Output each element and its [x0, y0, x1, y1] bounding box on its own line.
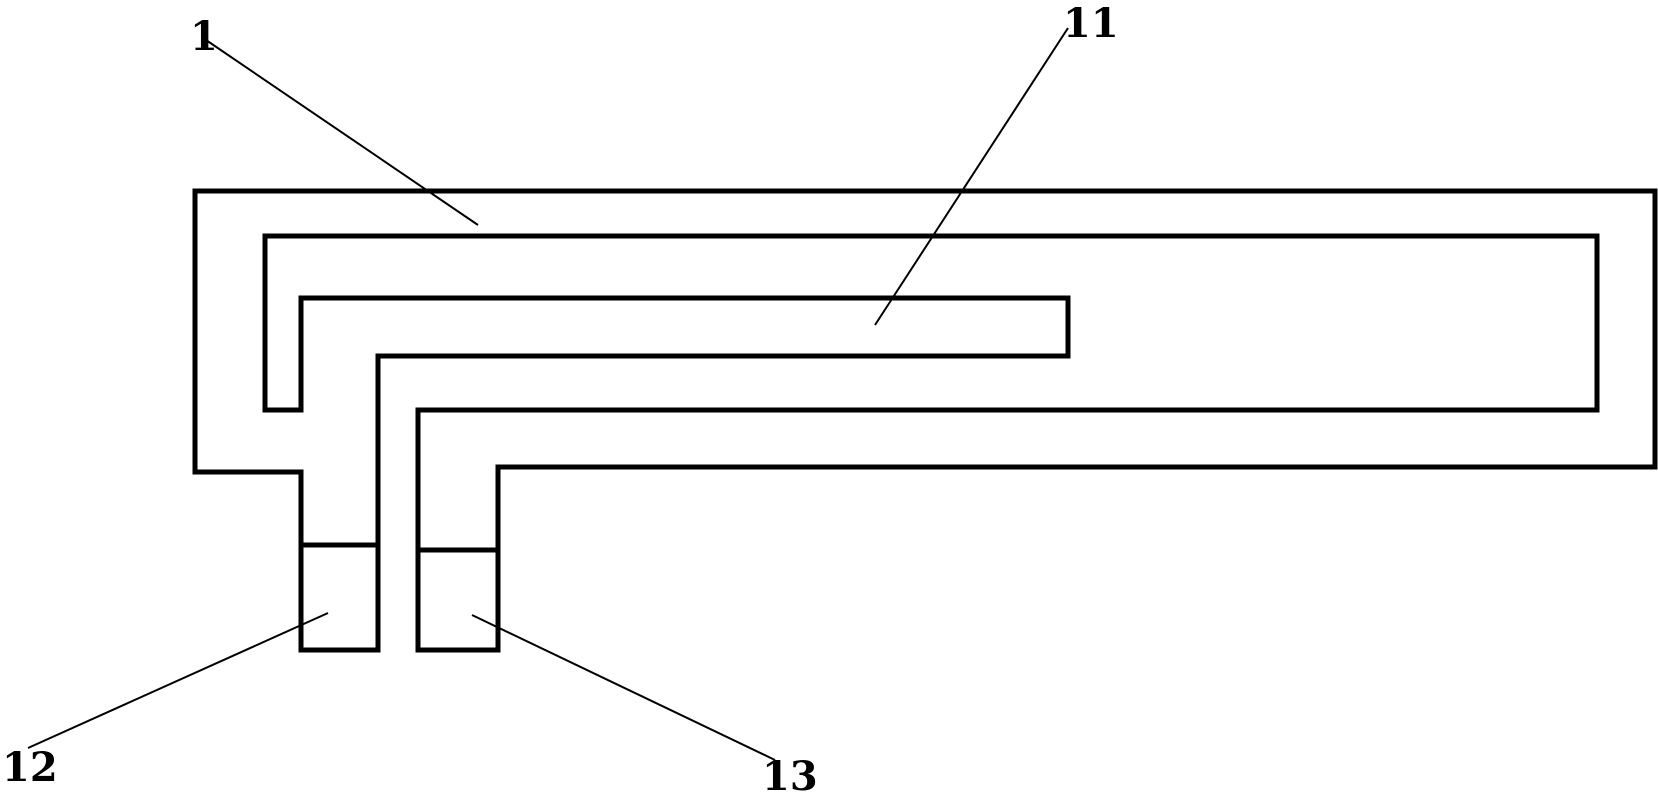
label-antenna-body: 1 [190, 13, 218, 60]
leader-line-12 [27, 612, 329, 749]
leader-line-11 [874, 27, 1069, 326]
leader-line-1 [205, 39, 479, 226]
feed-pad-left [298, 542, 381, 653]
label-inner-branch: 11 [1063, 0, 1119, 47]
outer-radiator-outline [192, 188, 1658, 553]
feed-pad-right [415, 547, 501, 653]
leader-line-13 [471, 614, 776, 761]
label-feed-pad-right: 13 [762, 753, 818, 793]
label-feed-pad-left: 12 [2, 744, 58, 791]
